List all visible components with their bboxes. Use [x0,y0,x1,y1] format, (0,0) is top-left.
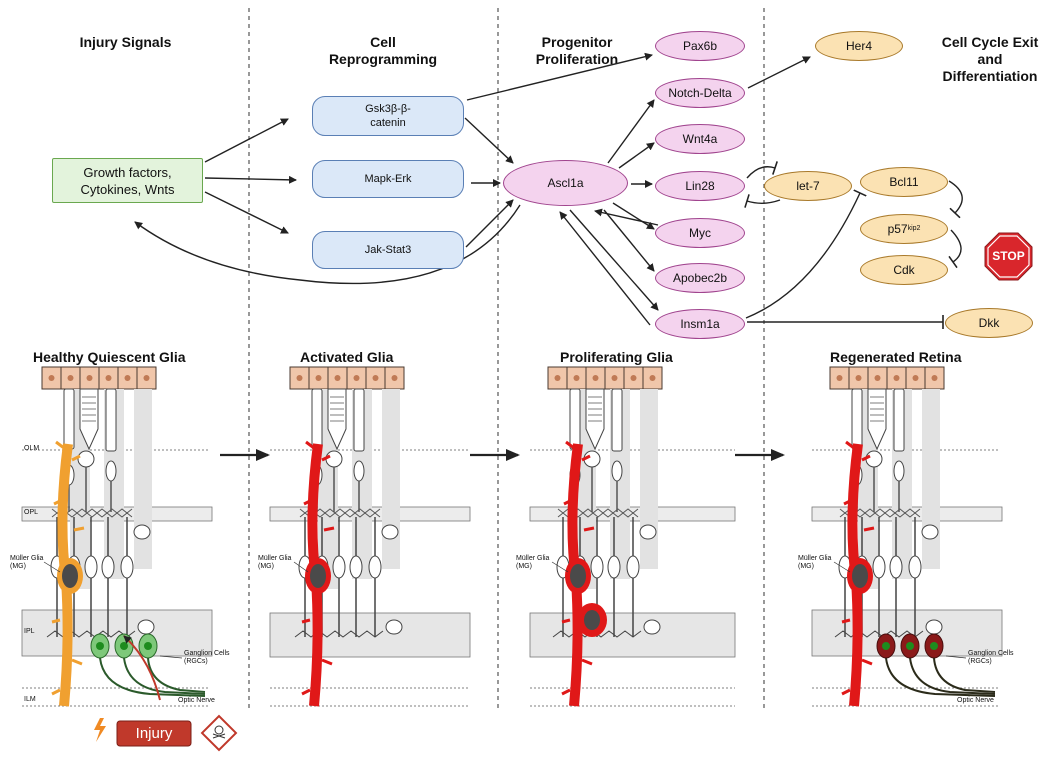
retina-panel-proliferating [529,366,736,707]
node-notch-delta: Notch-Delta [655,78,745,108]
retina-panels [21,366,1003,752]
lightning-icon [94,718,106,742]
node-her4: Her4 [815,31,903,61]
node-myc: Myc [655,218,745,248]
node-cdk: Cdk [860,255,948,285]
toxic-hazard-icon [200,714,238,752]
stage-title-cell-reprogramming: Cell Reprogramming [328,34,438,67]
node-insm1a: Insm1a [655,309,745,339]
layer-label-ipl: IPL [24,628,35,635]
p57-label: p57 [887,222,908,236]
muller-glia-label: Müller Glia (MG) [10,555,44,570]
optic-nerve-label: Optic Nerve [178,697,215,704]
node-jak-stat3: Jak-Stat3 [312,231,464,269]
stage-title-injury-signals: Injury Signals [79,34,172,50]
muller-glia-proliferating [561,440,607,707]
muller-glia-healthy [51,440,85,707]
node-gsk3b-catenin: Gsk3β-β-catenin [312,96,464,136]
panel-title-proliferating: Proliferating Glia [560,349,673,365]
stop-sign-label: STOP [992,249,1025,263]
node-pax6b: Pax6b [655,31,745,61]
node-apobec2b: Apobec2b [655,263,745,293]
panel-title-regenerated: Regenerated Retina [830,349,962,365]
retina-panel-healthy [21,366,238,752]
panel-title-activated: Activated Glia [300,349,394,365]
pathway-arrows [134,52,963,329]
muller-glia-label: Müller Glia (MG) [516,555,550,570]
layer-label-opl: OPL [24,509,39,516]
stage-title-cell-cycle-exit: Cell Cycle Exit and Differentiation [941,34,1039,84]
muller-glia-activated [301,440,335,707]
layer-label-olm: OLM [24,445,40,452]
node-dkk: Dkk [945,308,1033,338]
retina-panel-regenerated [811,366,1003,707]
layer-label-ilm: ILM [24,696,36,703]
panel-title-healthy: Healthy Quiescent Glia [33,349,186,365]
node-wnt4a: Wnt4a [655,124,745,154]
stage-title-progenitor-proliferation: Progenitor Proliferation [535,34,619,67]
kip2-superscript: kip2 [907,225,921,232]
muller-glia-label: Müller Glia (MG) [798,555,832,570]
node-growth-factors: Growth factors, Cytokines, Wnts [52,158,203,203]
stop-sign-icon [984,232,1033,281]
injury-label: Injury [135,725,173,742]
optic-nerve-label: Optic Nerve [957,697,994,704]
node-let7: let-7 [764,171,852,201]
muller-glia-label: Müller Glia (MG) [258,555,292,570]
node-ascl1a: Ascl1a [503,160,628,206]
node-mapk-erk: Mapk-Erk [312,160,464,198]
ganglion-cells-label: Ganglion Cells (RGCs) [184,650,230,665]
node-bcl11: Bcl11 [860,167,948,197]
muller-glia-regenerated [841,440,875,707]
node-lin28: Lin28 [655,171,745,201]
ganglion-cells-regenerated [876,633,996,697]
retina-panel-activated [269,366,471,707]
stage-dividers [248,8,765,712]
ganglion-cells-label: Ganglion Cells (RGCs) [968,650,1014,665]
